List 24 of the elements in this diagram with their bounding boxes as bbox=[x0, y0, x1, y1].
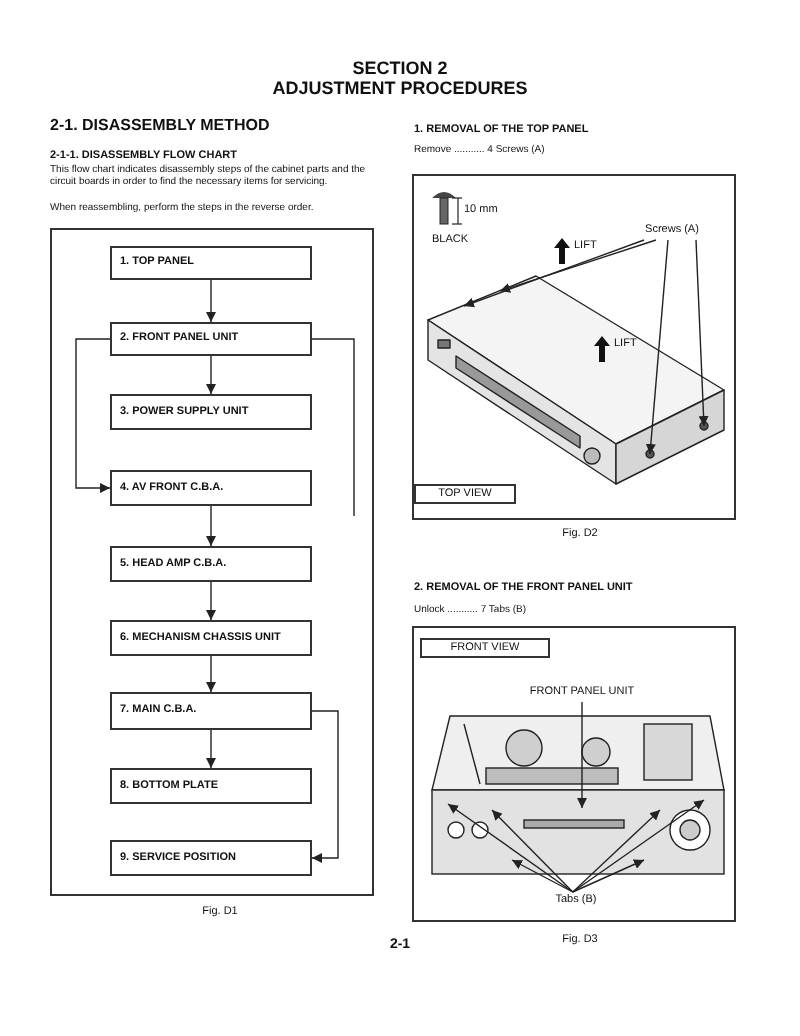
arrow bbox=[206, 655, 216, 693]
leader-line bbox=[463, 239, 645, 308]
arrow bbox=[75, 338, 111, 493]
leader-line bbox=[499, 239, 657, 293]
leader-line bbox=[577, 701, 587, 809]
connector-line bbox=[311, 338, 355, 517]
vcr-front-drawing bbox=[431, 715, 725, 875]
arrow bbox=[206, 581, 216, 621]
section-heading: 2-1. DISASSEMBLY METHOD bbox=[50, 114, 272, 138]
leader-line bbox=[572, 859, 645, 893]
leader-line bbox=[572, 799, 705, 893]
leader-line bbox=[491, 809, 574, 893]
vcr-drawing bbox=[427, 275, 725, 485]
arrow bbox=[206, 355, 216, 395]
leader-line bbox=[511, 859, 574, 893]
arrow bbox=[206, 505, 216, 547]
leader-line bbox=[572, 809, 661, 893]
leader-line bbox=[695, 239, 709, 427]
arrow bbox=[206, 729, 216, 769]
arrow bbox=[311, 710, 339, 863]
leader-line bbox=[645, 239, 669, 455]
arrow bbox=[206, 279, 216, 323]
section-title: SECTION 2 bbox=[350, 56, 450, 81]
section-subtitle: ADJUSTMENT PROCEDURES bbox=[270, 76, 530, 102]
